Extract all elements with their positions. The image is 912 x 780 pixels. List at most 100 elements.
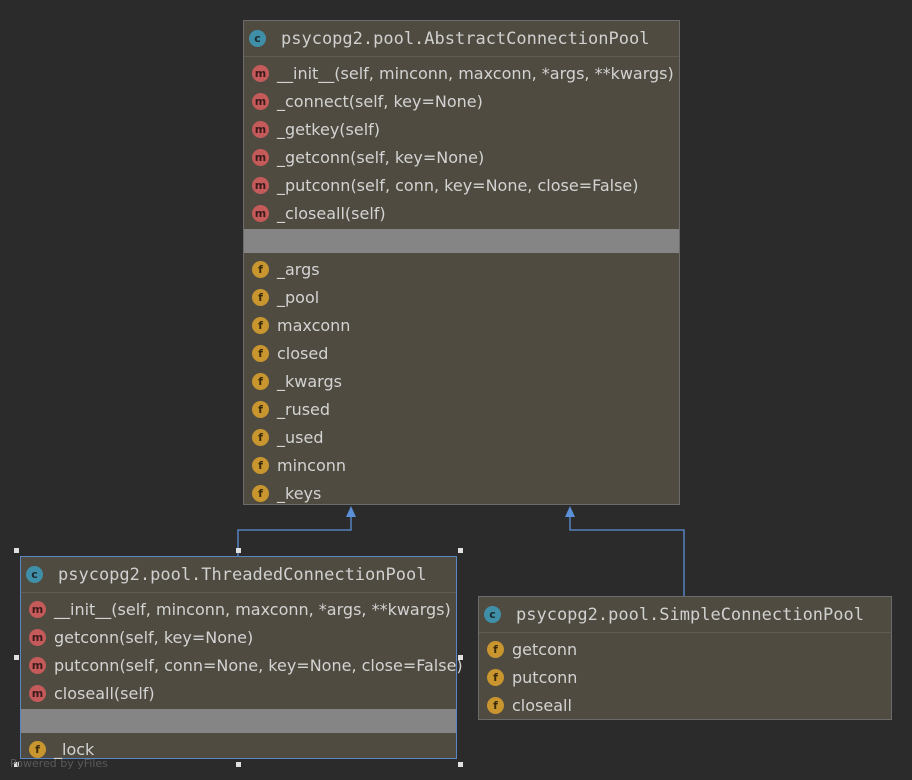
method-row[interactable]: m __init__(self, minconn, maxconn, *args,… [21,595,456,623]
method-icon: m [252,120,269,138]
methods-list: m __init__(self, minconn, maxconn, *args,… [21,593,463,707]
method-label: _getkey(self) [277,119,381,139]
field-row[interactable]: f _used [244,423,679,451]
field-icon: f [487,668,504,686]
field-label: closed [277,343,329,363]
field-icon: f [252,372,269,390]
abstract-connection-pool-node[interactable]: c psycopg2.pool.AbstractConnectionPool m… [243,20,680,505]
field-icon: f [487,640,504,658]
field-icon: f [487,696,504,714]
method-icon: m [252,204,269,222]
field-row[interactable]: f _lock [21,735,456,763]
method-row[interactable]: m _getconn(self, key=None) [244,143,679,171]
class-icon: c [249,30,266,47]
field-icon: f [252,456,269,474]
fields-list: f _lock [21,733,456,763]
field-row[interactable]: f getconn [479,635,891,663]
field-label: getconn [512,639,578,659]
fields-list: f getconn f putconn f closeall [479,633,891,719]
field-icon: f [29,740,46,758]
method-label: getconn(self, key=None) [54,627,254,647]
class-icon: c [484,606,501,623]
field-row[interactable]: f maxconn [244,311,679,339]
method-icon: m [29,656,46,674]
resize-handle-bottom-center[interactable] [236,762,241,767]
resize-handle-top-left[interactable] [14,548,19,553]
class-title: psycopg2.pool.AbstractConnectionPool [281,28,650,49]
method-label: _getconn(self, key=None) [277,147,485,167]
field-label: _kwargs [277,371,342,391]
field-icon: f [252,260,269,278]
method-row[interactable]: m _closeall(self) [244,199,679,227]
class-title: psycopg2.pool.ThreadedConnectionPool [58,564,427,585]
method-row[interactable]: m _connect(self, key=None) [244,87,679,115]
resize-handle-bottom-left[interactable] [14,762,19,767]
field-icon: f [252,400,269,418]
method-row[interactable]: m putconn(self, conn=None, key=None, clos… [21,651,463,679]
threaded-connection-pool-node[interactable]: c psycopg2.pool.ThreadedConnectionPool m… [20,556,463,759]
method-label: _connect(self, key=None) [277,91,483,111]
method-label: _closeall(self) [277,203,386,223]
resize-handle-mid-right[interactable] [458,655,463,660]
field-label: _pool [277,287,320,307]
method-icon: m [29,628,46,646]
method-icon: m [252,64,269,82]
field-label: _rused [277,399,331,419]
field-row[interactable]: f _args [244,255,679,283]
method-icon: m [252,148,269,166]
method-label: __init__(self, minconn, maxconn, *args, … [54,599,451,619]
resize-handle-bottom-right[interactable] [458,762,463,767]
section-separator [244,229,679,253]
field-label: maxconn [277,315,351,335]
resize-handle-mid-left[interactable] [14,655,19,660]
method-icon: m [29,684,46,702]
field-label: closeall [512,695,572,715]
field-row[interactable]: f _keys [244,479,679,507]
class-header: c psycopg2.pool.ThreadedConnectionPool [21,557,456,593]
resize-handle-top-right[interactable] [458,548,463,553]
methods-list: m __init__(self, minconn, maxconn, *args,… [244,57,679,227]
field-label: _used [277,427,324,447]
method-icon: m [252,92,269,110]
method-row[interactable]: m _putconn(self, conn, key=None, close=Fa… [244,171,679,199]
class-header: c psycopg2.pool.AbstractConnectionPool [244,21,679,57]
method-icon: m [29,600,46,618]
method-row[interactable]: m closeall(self) [21,679,456,707]
edge-threaded-to-abstract [237,512,352,556]
method-label: __init__(self, minconn, maxconn, *args, … [277,63,674,83]
class-icon: c [26,566,43,583]
method-row[interactable]: m _getkey(self) [244,115,679,143]
class-title: psycopg2.pool.SimpleConnectionPool [516,604,864,625]
field-row[interactable]: f closeall [479,691,891,719]
arrowhead-simple [565,506,575,517]
field-label: putconn [512,667,578,687]
edge-simple-to-abstract [569,512,685,596]
field-icon: f [252,428,269,446]
field-row[interactable]: f _kwargs [244,367,679,395]
field-row[interactable]: f putconn [479,663,891,691]
field-icon: f [252,316,269,334]
resize-handle-top-center[interactable] [236,548,241,553]
method-label: closeall(self) [54,683,155,703]
method-icon: m [252,176,269,194]
method-row[interactable]: m getconn(self, key=None) [21,623,456,651]
arrowhead-threaded [346,506,356,517]
field-label: _keys [277,483,322,503]
field-icon: f [252,288,269,306]
method-label: _putconn(self, conn, key=None, close=Fal… [277,175,639,195]
method-row[interactable]: m __init__(self, minconn, maxconn, *args,… [244,59,679,87]
field-label: _args [277,259,320,279]
field-icon: f [252,344,269,362]
method-label: putconn(self, conn=None, key=None, close… [54,655,463,675]
class-header: c psycopg2.pool.SimpleConnectionPool [479,597,891,633]
field-label: _lock [54,739,95,759]
field-row[interactable]: f _rused [244,395,679,423]
watermark: Powered by yFiles [10,757,108,770]
field-row[interactable]: f _pool [244,283,679,311]
field-icon: f [252,484,269,502]
